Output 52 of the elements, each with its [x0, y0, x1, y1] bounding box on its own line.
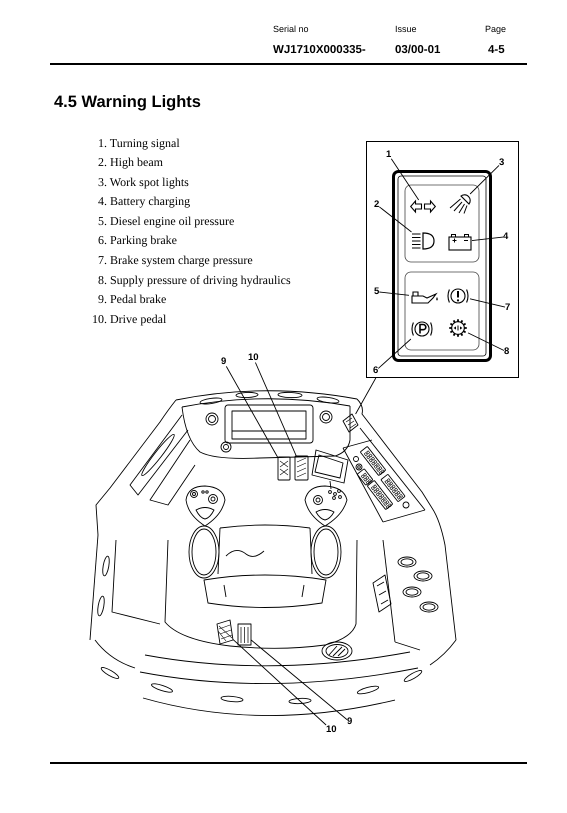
list-item: 2. High beam [98, 156, 163, 170]
battery-icon [448, 233, 472, 251]
callout-number: 9 [347, 717, 352, 726]
callout-number: 2 [374, 200, 380, 210]
turn-signal-icon [410, 200, 436, 213]
callout-number: 7 [505, 303, 510, 312]
header-label: Serial no [273, 25, 309, 35]
switch-panel [342, 414, 358, 432]
pedal [238, 624, 252, 646]
header-label: Issue [395, 25, 417, 35]
list-item: 9. Pedal brake [98, 293, 166, 306]
header-value: 4-5 [488, 44, 505, 57]
list-item: 5. Diesel engine oil pressure [98, 215, 234, 228]
leader-line [468, 332, 504, 351]
header-value: 03/00-01 [395, 44, 440, 57]
lamp-icon [448, 194, 472, 214]
callout-number: 10 [248, 353, 259, 362]
section-title: 4.5 Warning Lights [54, 93, 201, 112]
exclamation-icon [446, 286, 470, 306]
callout-number: 10 [326, 725, 337, 734]
parking-brake-icon [410, 319, 434, 339]
callout-number: 4 [503, 232, 508, 242]
gear-icon [448, 318, 468, 338]
leader-line [226, 366, 278, 458]
leader-line [232, 638, 327, 726]
header-label: Page [485, 25, 506, 35]
list-item: 6. Parking brake [98, 234, 177, 248]
pedal [216, 620, 234, 644]
leader-line [390, 158, 420, 200]
list-item: 10. Drive pedal [92, 313, 166, 326]
callout-number: 9 [221, 357, 226, 366]
header-value: WJ1710X000335- [273, 44, 366, 57]
leader-line [355, 378, 376, 414]
list-item: 4. Battery charging [98, 195, 190, 208]
pedal [294, 456, 308, 480]
callout-number: 5 [374, 287, 380, 296]
inset-frame [366, 141, 519, 378]
callout-number: 8 [504, 347, 510, 356]
callout-number: 3 [499, 158, 504, 168]
leader-line [250, 639, 348, 720]
list-item: 7. Brake system charge pressure [98, 254, 253, 268]
leader-line [378, 206, 412, 232]
list-item: 3. Work spot lights [98, 176, 189, 190]
oil-can-icon [409, 290, 439, 304]
list-item: 1. Turning signal [98, 137, 180, 150]
leader-line [378, 338, 412, 369]
leader-line [254, 362, 297, 456]
pedal [278, 456, 290, 480]
headlight-icon [411, 232, 435, 250]
list-item: 8. Supply pressure of driving hydraulics [98, 274, 291, 288]
callout-number: 6 [373, 366, 378, 376]
callout-number: 1 [386, 150, 392, 160]
